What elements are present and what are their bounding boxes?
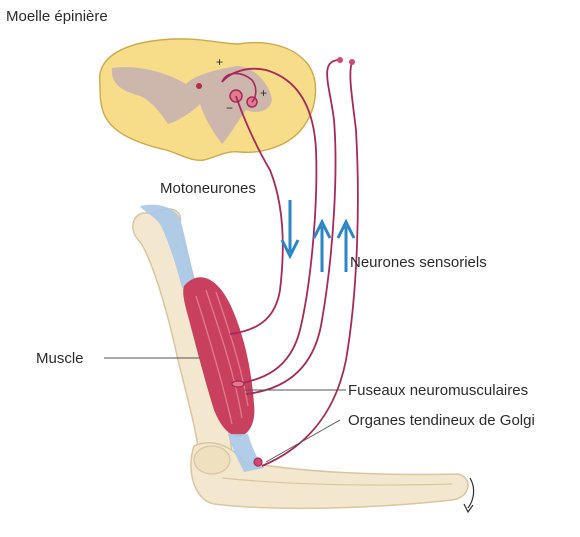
excitatory-plus-symbol: + <box>216 55 223 69</box>
sensory-arrow-1 <box>314 222 330 272</box>
sensory-fiber-end-2 <box>349 59 355 65</box>
motoneuron-arrow <box>282 200 298 256</box>
muscle-spindle <box>232 381 244 387</box>
label-muscle: Muscle <box>36 350 84 368</box>
label-spinal-cord: Moelle épinière <box>6 8 108 26</box>
sensory-fiber-end-1 <box>337 57 343 63</box>
excitatory-plus-symbol-2: + <box>260 86 267 100</box>
forearm-bone <box>191 443 468 508</box>
golgi-tendon-organ <box>254 458 262 466</box>
golgi-leader-line <box>266 420 340 462</box>
central-canal <box>196 83 202 89</box>
label-golgi-organs: Organes tendineux de Golgi <box>348 412 535 430</box>
label-sensory-neurons: Neurones sensoriels <box>350 254 487 272</box>
forearm-movement-arrow <box>468 478 474 508</box>
elbow-joint <box>194 446 230 474</box>
label-muscle-spindles: Fuseaux neuromusculaires <box>348 382 528 400</box>
inhibitory-minus-symbol: − <box>226 101 233 115</box>
label-motoneurons: Motoneurones <box>160 180 256 198</box>
